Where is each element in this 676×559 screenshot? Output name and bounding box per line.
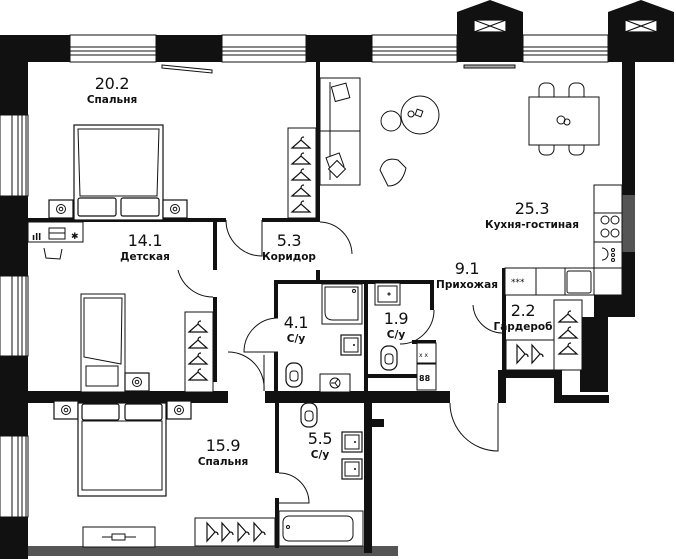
room-name: С/у [286, 333, 306, 345]
room-area: 14.1 [127, 231, 163, 250]
room-name: С/у [310, 449, 330, 461]
room-name: Спальня [86, 94, 138, 106]
single-bed-icon [80, 293, 126, 393]
tv-icon [161, 64, 213, 74]
room-name: Коридор [262, 251, 316, 263]
desk-accessories-icon: ıll [32, 233, 41, 243]
room-area: 1.9 [383, 309, 409, 328]
room-area: 20.2 [94, 74, 130, 93]
nightstand-icon [162, 199, 188, 219]
doors [177, 219, 503, 504]
room-area: 5.5 [307, 429, 333, 448]
shower-icon [321, 283, 363, 325]
wall-grey-segment [622, 195, 635, 252]
room-label-wardrobe: 2.2 Гардероб [494, 302, 553, 334]
nightstand-icon [48, 199, 74, 219]
window-left [0, 114, 29, 518]
nightstand-icon [53, 400, 79, 420]
tv-icon [463, 64, 516, 69]
room-label-bathroom-3: 5.5 С/у [308, 430, 333, 462]
toilet-icon [300, 402, 318, 428]
room-label-corridor: 5.3 Коридор [262, 232, 316, 264]
dishwasher-icon: *** [511, 278, 525, 288]
wardrobe-icon [287, 127, 317, 219]
room-area: 4.1 [283, 313, 309, 332]
room-name: Прихожая [436, 279, 498, 291]
toilet-icon [380, 345, 398, 371]
electrical-panel-icon [416, 342, 437, 391]
double-bed-icon [73, 124, 164, 221]
toilet-icon [285, 362, 303, 388]
room-name: Спальня [197, 456, 249, 468]
desk-icon [82, 526, 156, 548]
nightstand-icon [166, 400, 192, 420]
washing-machine-icon [319, 373, 351, 393]
room-label-kitchen-living: 25.3 Кухня-гостиная [485, 200, 579, 232]
bathtub-icon [278, 510, 364, 547]
room-area: 15.9 [205, 436, 241, 455]
room-area: 5.3 [276, 231, 302, 250]
wardrobe-icon [184, 311, 214, 393]
sink-icon [341, 431, 363, 453]
room-name: Гардероб [493, 321, 553, 333]
room-area: 2.2 [510, 301, 536, 320]
room-label-bedroom-1: 20.2 Спальня [87, 75, 137, 107]
room-label-bedroom-2: 15.9 Спальня [198, 437, 248, 469]
room-area: 9.1 [454, 259, 480, 278]
room-name: Кухня-гостиная [484, 219, 580, 231]
room-name: Детская [120, 251, 170, 263]
room-label-hallway: 9.1 Прихожая [436, 260, 498, 292]
sink-icon [341, 458, 363, 480]
sink-icon [340, 334, 362, 356]
room-label-bathroom-1: 4.1 С/у [284, 314, 309, 346]
sink-icon [374, 282, 401, 306]
desk-icon [27, 221, 84, 260]
ventilation-shaft-icon [473, 19, 658, 33]
meters-icon: x x [419, 352, 428, 359]
wardrobe-icon [194, 517, 276, 547]
room-label-children-room: 14.1 Детская [120, 232, 170, 264]
lamp-icon: ✱ [71, 232, 79, 242]
sofa-icon [319, 77, 361, 186]
room-area: 25.3 [514, 199, 550, 218]
nightstand-icon [124, 372, 150, 392]
room-name: С/у [386, 329, 406, 341]
room-label-bathroom-2: 1.9 С/у [384, 310, 409, 342]
coffee-table-icon [380, 95, 440, 135]
wardrobe-icon [505, 299, 583, 371]
armchair-icon [379, 158, 407, 187]
radiator-icon: 88 [419, 374, 431, 383]
dining-table-icon [528, 82, 600, 156]
kitchen-unit-icon [504, 184, 623, 296]
bottom-wall [28, 546, 398, 556]
double-bed-icon [77, 402, 167, 497]
